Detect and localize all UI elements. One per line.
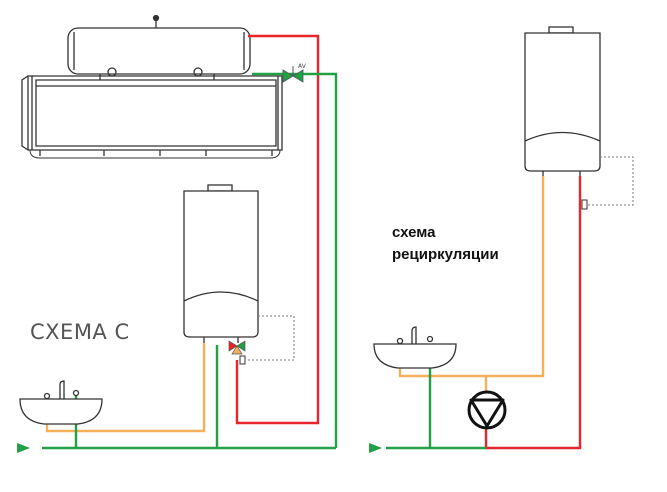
sink-icon [19,380,103,425]
recirculation-label-line2: рециркуляции [392,246,499,263]
control-wire [588,156,634,206]
scheme-c-label: СХЕМА С [30,320,130,344]
valve-icon [228,340,246,355]
arrow-icon [369,443,382,453]
boiler-icon [183,184,259,343]
boiler-icon [524,26,601,176]
control-wire [246,315,295,361]
valve-icon [282,66,304,83]
hot-pipe-collector [235,34,320,425]
sensor-icon [581,199,588,210]
cold-pipe-collector [252,72,338,448]
valve-tag: AV [298,63,307,70]
solar-collector-icon [21,14,283,159]
sink-icon [373,326,457,369]
pump-icon [467,390,507,430]
recirculation-label-line1: схема [392,224,436,241]
sensor-icon [239,355,246,365]
hot-return-pipe [484,176,582,450]
arrow-icon [17,443,30,453]
